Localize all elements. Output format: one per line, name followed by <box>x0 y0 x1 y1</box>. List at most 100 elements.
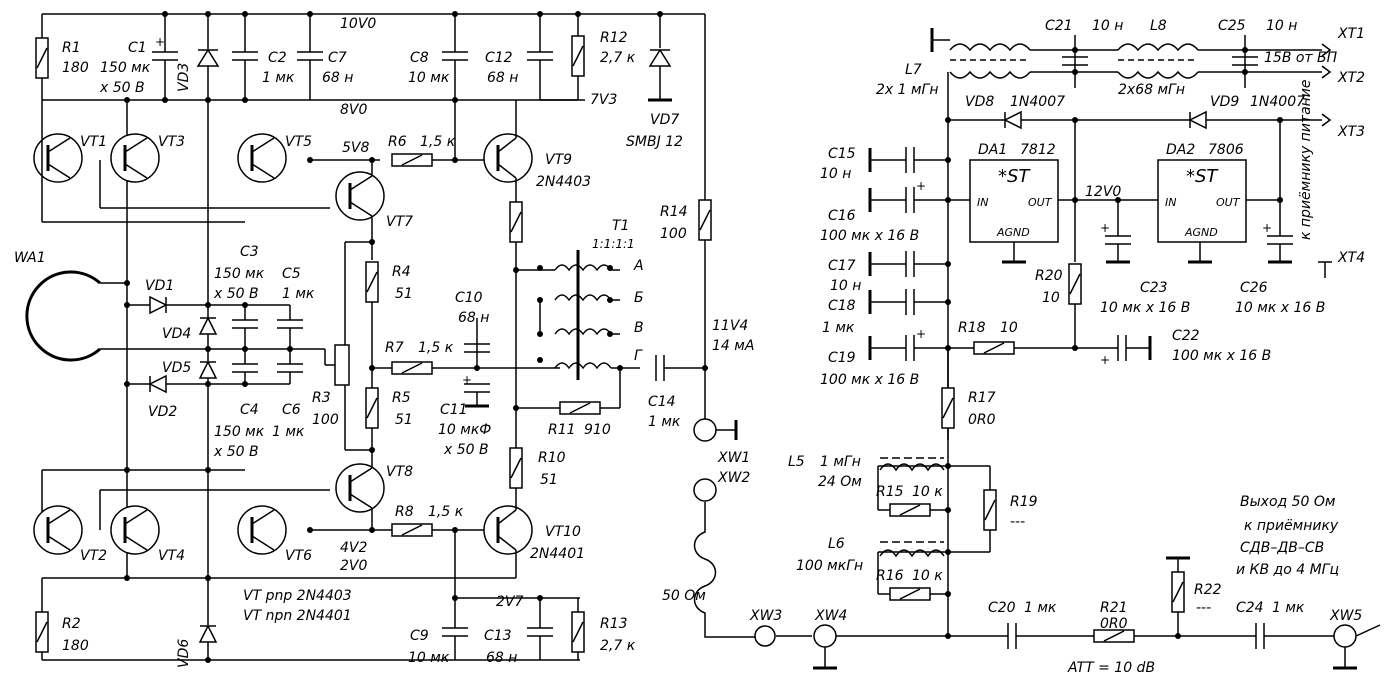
svg-text:IN: IN <box>1165 196 1176 209</box>
svg-text:100: 100 <box>312 412 339 428</box>
svg-text:10 н: 10 н <box>820 166 851 182</box>
connector-xw4 <box>813 624 837 648</box>
svg-text:R2: R2 <box>62 616 81 632</box>
svg-text:R1: R1 <box>62 40 81 56</box>
svg-text:10 н: 10 н <box>1092 18 1123 34</box>
capacitor-c1 <box>151 51 179 61</box>
svg-text:VT10: VT10 <box>545 524 581 540</box>
svg-text:2,7 к: 2,7 к <box>600 50 636 66</box>
svg-text:C24: C24 <box>1236 600 1264 616</box>
svg-text:XT4: XT4 <box>1337 250 1365 266</box>
capacitor-c20 <box>1007 622 1017 650</box>
svg-text:2N4403: 2N4403 <box>536 174 591 190</box>
svg-text:AGND: AGND <box>1184 226 1218 239</box>
capacitor-c8 <box>441 51 469 61</box>
transistor-vt4 <box>110 505 160 555</box>
svg-text:XW5: XW5 <box>1329 608 1362 624</box>
svg-text:R8: R8 <box>395 504 414 520</box>
svg-text:C14: C14 <box>648 394 676 410</box>
svg-text:180: 180 <box>62 60 89 76</box>
choke-l7 <box>949 43 1031 52</box>
svg-text:2V0: 2V0 <box>340 558 367 574</box>
svg-text:+: + <box>1100 353 1110 367</box>
svg-text:VT9: VT9 <box>545 152 572 168</box>
svg-text:7V3: 7V3 <box>590 92 617 108</box>
svg-text:C3: C3 <box>240 244 259 260</box>
svg-text:10V0: 10V0 <box>340 16 376 32</box>
svg-text:68 н: 68 н <box>486 650 517 666</box>
resistor-r7 <box>391 361 433 375</box>
svg-text:XW4: XW4 <box>814 608 847 624</box>
svg-text:Б: Б <box>634 290 644 306</box>
svg-text:---: --- <box>1010 514 1025 530</box>
svg-text:100 мк х 16 В: 100 мк х 16 В <box>820 228 919 244</box>
svg-text:C5: C5 <box>282 266 301 282</box>
svg-text:R10: R10 <box>538 450 566 466</box>
svg-text:В: В <box>634 320 644 336</box>
regulator-da2 <box>1157 159 1247 243</box>
svg-text:VD4: VD4 <box>162 326 191 342</box>
loop-antenna-wa1 <box>25 270 101 362</box>
svg-text:R16: R16 <box>876 568 904 584</box>
resistor-r2 <box>35 611 49 653</box>
svg-text:2х68 мГн: 2х68 мГн <box>1118 82 1185 98</box>
zener-vd6 <box>198 624 218 643</box>
svg-text:R12: R12 <box>600 30 628 46</box>
svg-text:DA2: DA2 <box>1166 142 1195 158</box>
resistor-r9 <box>509 201 523 243</box>
svg-text:C15: C15 <box>828 146 856 162</box>
svg-text:C16: C16 <box>828 208 856 224</box>
transistor-vt5 <box>237 133 287 183</box>
svg-text:VT8: VT8 <box>386 464 413 480</box>
choke-l8 <box>1117 43 1199 52</box>
svg-text:100 мкГн: 100 мкГн <box>796 558 863 574</box>
svg-text:1N4007: 1N4007 <box>1010 94 1065 110</box>
svg-text:8V0: 8V0 <box>340 102 367 118</box>
svg-text:51: 51 <box>540 472 558 488</box>
svg-text:R14: R14 <box>660 204 688 220</box>
svg-text:VD9: VD9 <box>1210 94 1239 110</box>
svg-text:IN: IN <box>977 196 988 209</box>
svg-text:51: 51 <box>395 286 413 302</box>
svg-text:+: + <box>462 373 472 387</box>
svg-text:х 50 В: х 50 В <box>99 80 145 96</box>
connector-xw2 <box>693 478 717 502</box>
svg-text:68 н: 68 н <box>322 70 353 86</box>
transistor-vt10 <box>483 505 533 555</box>
svg-text:100 мк х 16 В: 100 мк х 16 В <box>1172 348 1271 364</box>
svg-text:R20: R20 <box>1035 268 1063 284</box>
svg-text:AGND: AGND <box>996 226 1030 239</box>
svg-text:C7: C7 <box>328 50 347 66</box>
svg-text:и КВ до 4 МГц: и КВ до 4 МГц <box>1236 562 1339 578</box>
svg-text:1 мк: 1 мк <box>262 70 295 86</box>
capacitor-c24 <box>1255 622 1265 650</box>
svg-text:10: 10 <box>1000 320 1018 336</box>
svg-text:+: + <box>1262 221 1272 235</box>
svg-text:14 мА: 14 мА <box>712 338 754 354</box>
svg-text:VD8: VD8 <box>965 94 994 110</box>
svg-text:VT6: VT6 <box>285 548 312 564</box>
svg-text:C26: C26 <box>1240 280 1268 296</box>
svg-text:24 Ом: 24 Ом <box>818 474 862 490</box>
svg-text:1 мк: 1 мк <box>1024 600 1057 616</box>
svg-text:C22: C22 <box>1172 328 1200 344</box>
svg-text:1:1:1:1: 1:1:1:1 <box>592 237 635 251</box>
svg-text:0R0: 0R0 <box>1100 616 1128 632</box>
svg-text:СДВ–ДВ–СВ: СДВ–ДВ–СВ <box>1240 540 1324 556</box>
svg-text:Г: Г <box>634 348 643 364</box>
svg-text:1N4007: 1N4007 <box>1250 94 1305 110</box>
svg-text:1 мк: 1 мк <box>272 424 305 440</box>
zener-vd5 <box>198 360 218 379</box>
capacitor-c5 <box>276 319 304 329</box>
svg-text:2V7: 2V7 <box>496 594 523 610</box>
svg-text:А: А <box>633 258 644 274</box>
svg-text:R21: R21 <box>1100 600 1128 616</box>
svg-text:C2: C2 <box>268 50 287 66</box>
transistor-vt1 <box>33 133 83 183</box>
zener-vd3 <box>196 48 220 67</box>
svg-text:R17: R17 <box>968 390 996 406</box>
svg-text:*ST: *ST <box>998 166 1031 187</box>
svg-text:R15: R15 <box>876 484 904 500</box>
svg-text:68 н: 68 н <box>487 70 518 86</box>
svg-text:VD2: VD2 <box>148 404 177 420</box>
